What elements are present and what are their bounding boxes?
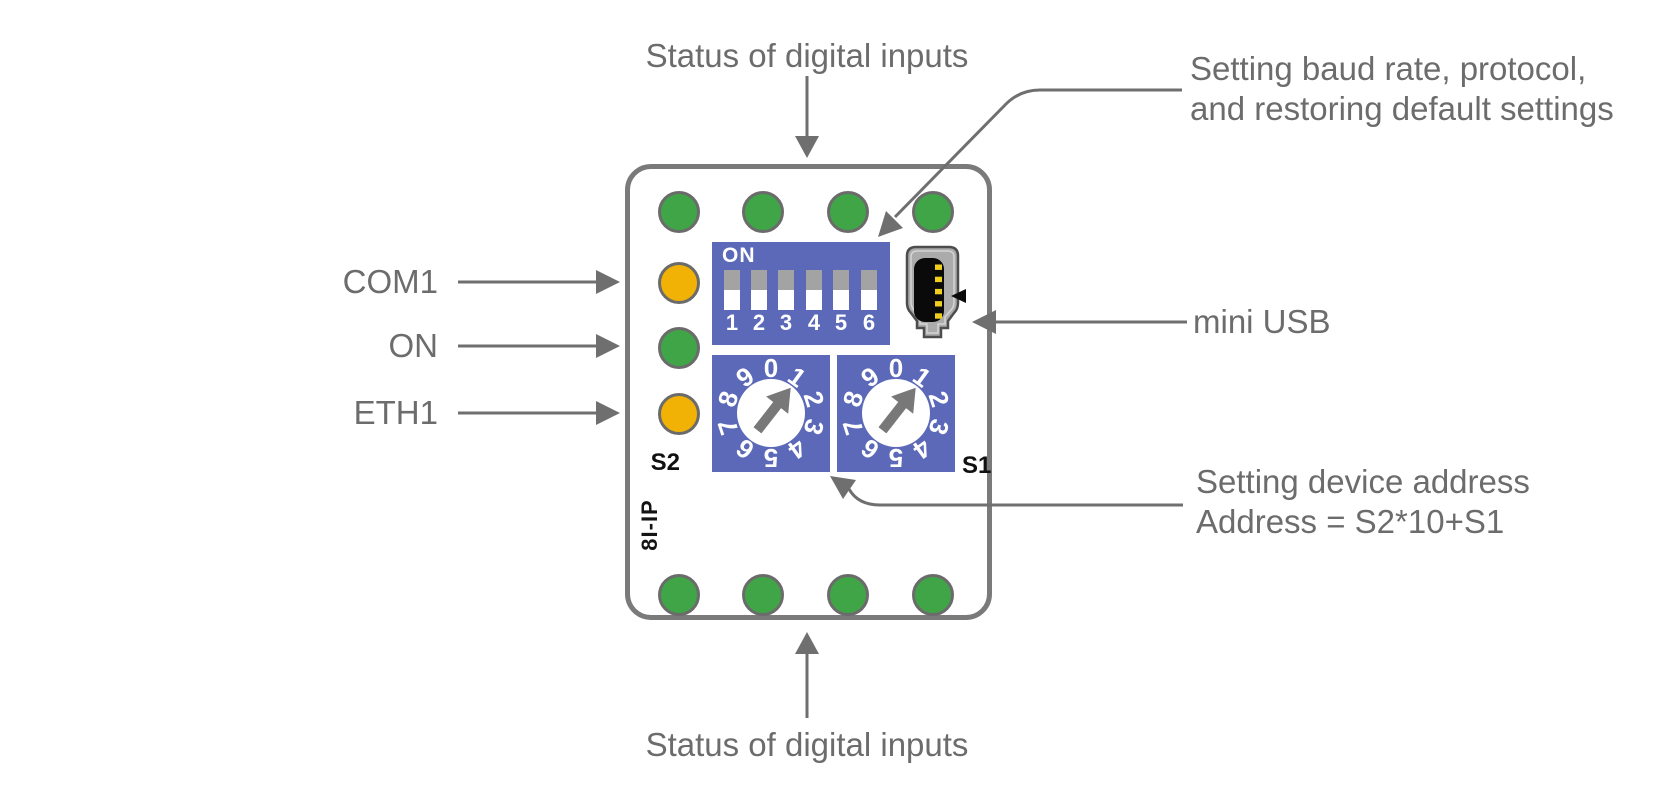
eth1-led xyxy=(658,393,700,435)
dip-position-label-4: 4 xyxy=(807,310,821,335)
usb-pin-4 xyxy=(935,301,942,307)
address-annotation: Setting device address Address = S2*10+S… xyxy=(1196,462,1530,542)
dip-position-label-5: 5 xyxy=(834,310,848,335)
dip-switch-lever-3 xyxy=(778,270,794,310)
rotary-digit-5: 5 xyxy=(888,443,904,473)
usb-arrow xyxy=(972,310,1187,334)
usb-annotation: mini USB xyxy=(1193,303,1331,340)
usb-shell-inner-line xyxy=(910,250,955,334)
eth1-arrow xyxy=(458,401,620,425)
dip-switch-lever-4 xyxy=(806,270,822,310)
digital-input-led-top-3 xyxy=(827,191,869,233)
digital-input-led-bottom-2 xyxy=(742,574,784,616)
rotary-pointer-arrow xyxy=(878,387,916,434)
device-model-label: 8I-IP xyxy=(637,499,662,551)
mini-usb-connector xyxy=(905,245,966,339)
digital-input-led-bottom-1 xyxy=(658,574,700,616)
rotary-digit-0: 0 xyxy=(888,353,904,383)
bottom-annotation: Status of digital inputs xyxy=(645,726,969,763)
rotary-pointer-arrow xyxy=(753,387,791,434)
dip-switch-lever-1 xyxy=(724,270,740,310)
com1-annotation: COM1 xyxy=(342,263,438,300)
com1-led xyxy=(658,262,700,304)
digital-input-led-bottom-4 xyxy=(912,574,954,616)
usb-pin1-marker xyxy=(951,289,966,303)
digital-input-led-top-2 xyxy=(742,191,784,233)
com1-arrow xyxy=(458,270,620,294)
rotary-label-s2: S2 xyxy=(650,449,680,476)
on-arrow xyxy=(458,334,620,358)
top-arrow xyxy=(795,76,819,158)
on-led xyxy=(658,327,700,369)
dip-switch-lever-2 xyxy=(751,270,767,310)
usb-pin-3 xyxy=(935,288,942,295)
bottom-arrow xyxy=(795,632,819,718)
digital-input-led-top-4 xyxy=(912,191,954,233)
dip-switch-lever-6 xyxy=(861,270,877,310)
rotary-digit-5: 5 xyxy=(763,443,779,473)
usb-pin-1 xyxy=(935,264,942,270)
eth1-annotation: ETH1 xyxy=(353,394,438,431)
dip-position-label-2: 2 xyxy=(752,310,766,335)
usb-pins xyxy=(935,264,942,319)
dip-switch-lever-5 xyxy=(833,270,849,310)
on-annotation: ON xyxy=(388,327,439,364)
address-annotation-line2: Address = S2*10+S1 xyxy=(1196,503,1505,540)
baud-annotation: Setting baud rate, protocol, and restori… xyxy=(1190,49,1614,129)
usb-pin-2 xyxy=(935,276,942,283)
dip-position-label-3: 3 xyxy=(779,310,793,335)
baud-annotation-line2: and restoring default settings xyxy=(1190,90,1614,127)
rotary-label-s1: S1 xyxy=(962,452,992,479)
baud-annotation-line1: Setting baud rate, protocol, xyxy=(1190,50,1587,87)
digital-input-led-bottom-3 xyxy=(827,574,869,616)
dip-position-label-6: 6 xyxy=(862,310,876,335)
dip-on-label: ON xyxy=(722,244,756,267)
dip-position-label-1: 1 xyxy=(725,310,739,335)
address-annotation-line1: Setting device address xyxy=(1196,463,1530,500)
digital-input-led-top-1 xyxy=(658,191,700,233)
rotary-digit-0: 0 xyxy=(763,353,779,383)
usb-pin-5 xyxy=(935,313,942,319)
top-annotation: Status of digital inputs xyxy=(645,37,969,74)
